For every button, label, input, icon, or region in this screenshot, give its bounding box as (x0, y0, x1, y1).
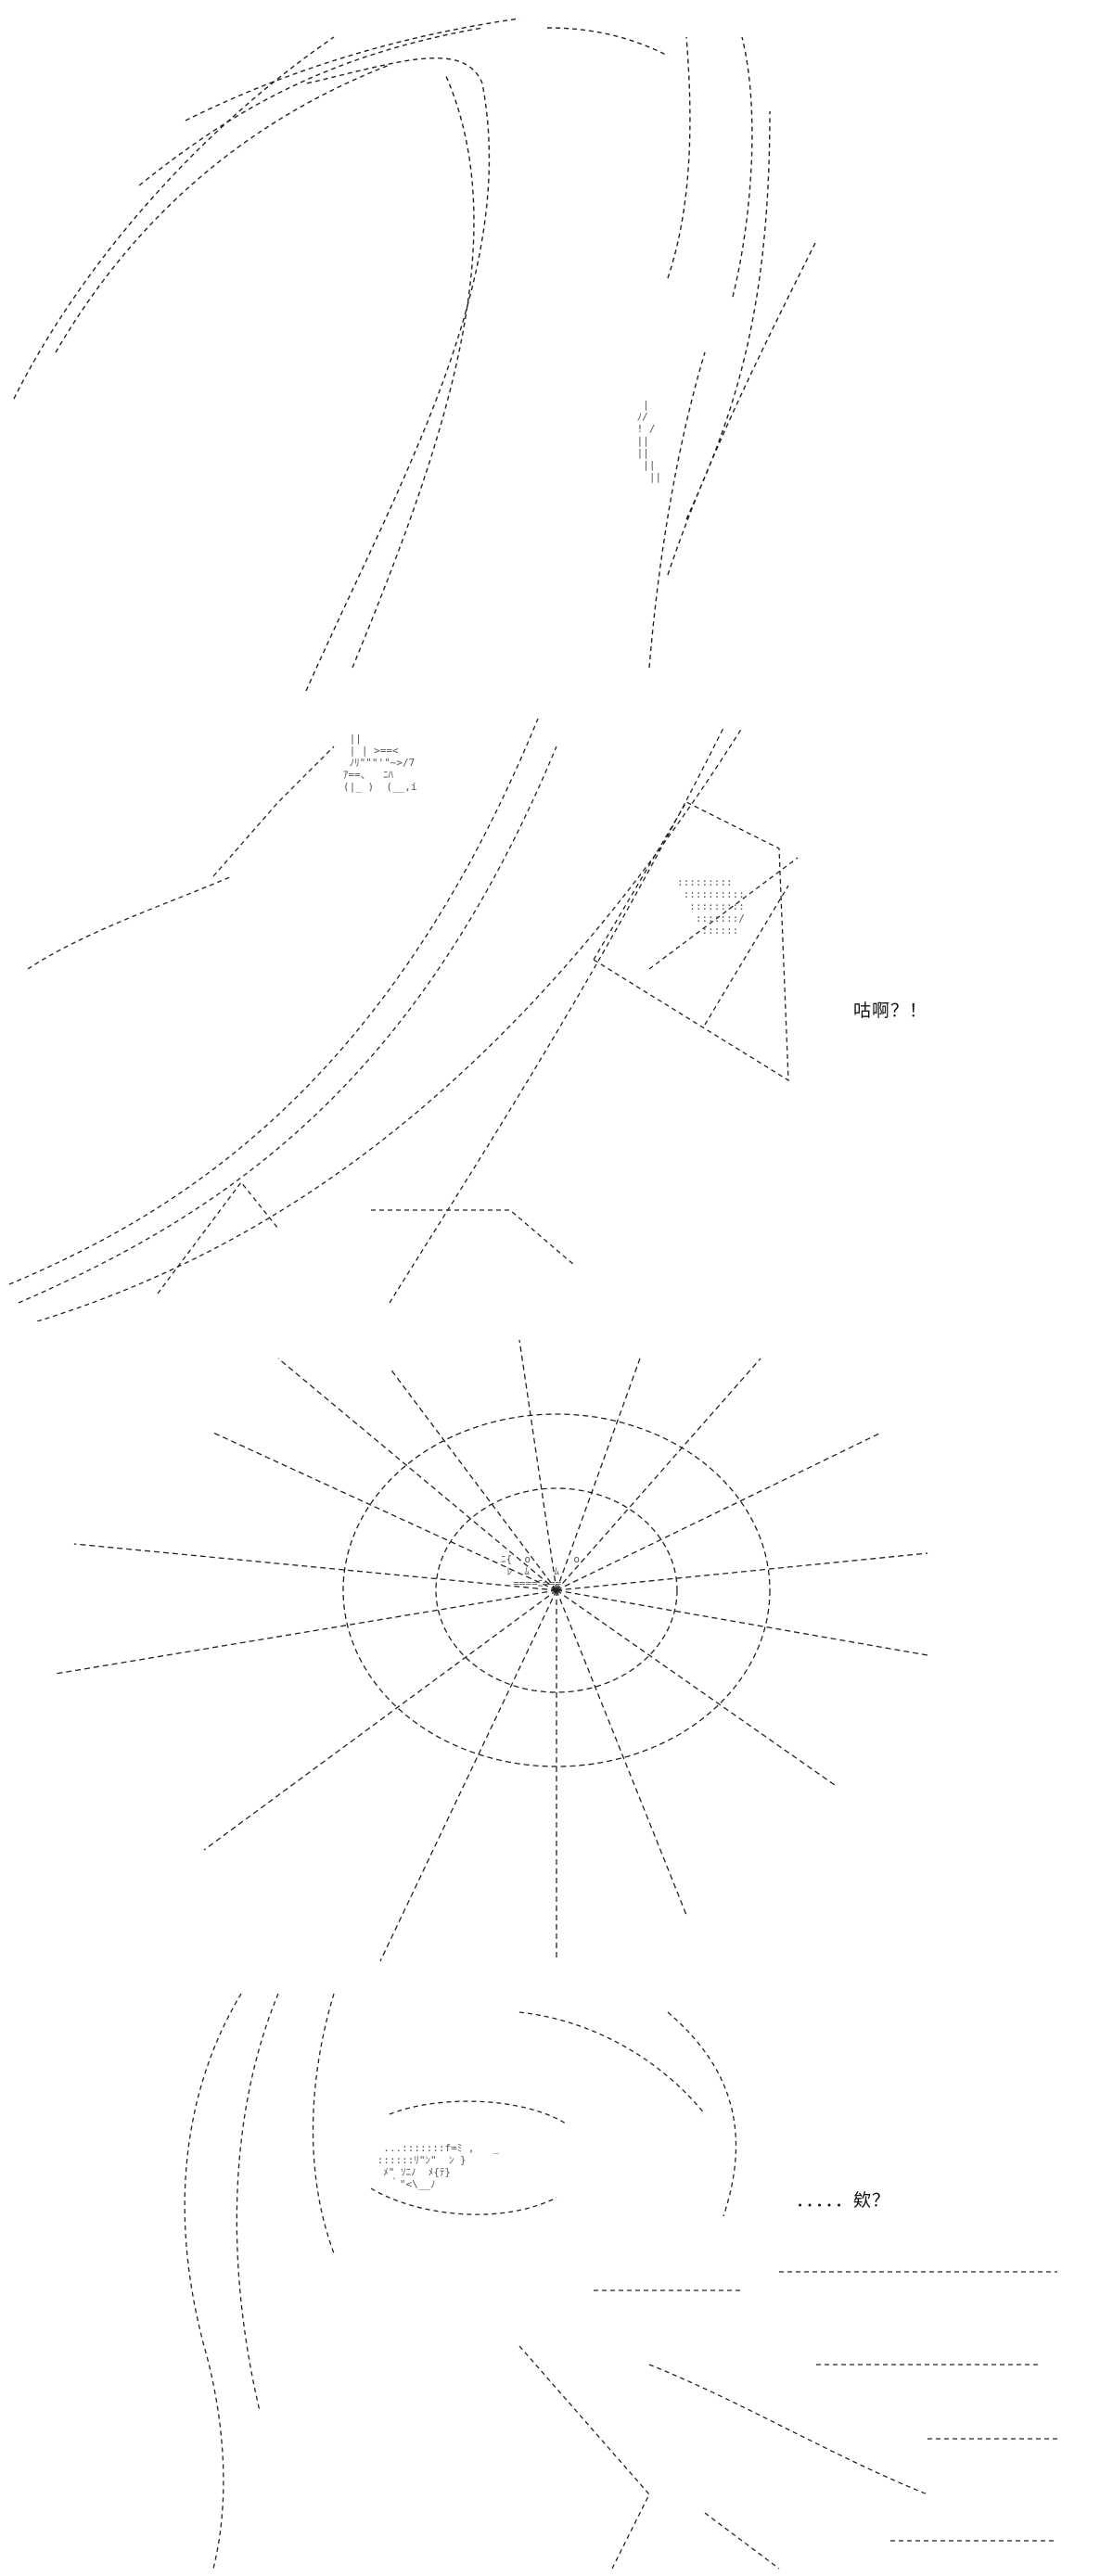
panel-3-impact-burst: ﾆ{ o o ﾚ ﾑ ﾑ ====ﾆ=== (0, 1321, 1113, 1975)
burst-core-inner (435, 1487, 678, 1693)
figure-line (212, 746, 335, 877)
sweep-line (546, 27, 669, 57)
blade-line (389, 727, 724, 1304)
shadow-line (704, 885, 789, 1026)
burst-ray (556, 1358, 641, 1591)
burst-ray (379, 1589, 557, 1962)
burst-ray (203, 1589, 557, 1851)
panel-4-character-closeup: ...:::::::f=ﾐ , _ ::::::ﾘ"ﾝ" ﾝ } ﾒ" ｿﾆﾉ … (0, 1975, 1113, 2576)
sweep-line (648, 351, 706, 669)
hair-line (667, 2011, 737, 2217)
hair-line (236, 1993, 279, 2412)
burst-core (342, 1413, 771, 1767)
burst-ray (389, 1367, 557, 1591)
sweep-line (13, 36, 335, 400)
shadow-line (648, 857, 799, 970)
body-line (518, 2345, 650, 2570)
shadow-shape-outline (593, 801, 789, 1082)
ascii-art-fragment: ﾆ{ o o ﾚ ﾑ ﾑ ====ﾆ=== (501, 1553, 580, 1589)
blade-line (18, 746, 557, 1304)
hair-line (312, 1993, 335, 2254)
burst-ray (73, 1543, 557, 1591)
sweep-line (685, 110, 771, 520)
panel-1-artwork (13, 18, 817, 691)
panel-2-artwork (8, 718, 799, 1321)
burst-ray (556, 1589, 836, 1786)
face-line (370, 2187, 557, 2215)
blade-line (8, 718, 539, 1285)
burst-ray (556, 1432, 882, 1591)
body-line (704, 2512, 780, 2570)
burst-ray (55, 1589, 557, 1675)
sweep-line (138, 27, 483, 186)
ascii-art-fragment: || | | >==< ﾉﾘ"""'"~>/7 ｱ==、 ﾆﾊ (|_ ) (_… (343, 733, 417, 793)
sweep-line (732, 36, 753, 298)
burst-ray (556, 1552, 928, 1591)
panel-2-clash: || | | >==< ﾉﾘ"""'"~>/7 ｱ==、 ﾆﾊ (|_ ) (_… (0, 691, 1113, 1321)
sweep-line (667, 36, 691, 279)
dialogue-text: 咕啊？！ (853, 1001, 928, 1021)
ascii-art-fragment: ::::::::: :::::::::: ::::::::: :::::::/ … (677, 876, 745, 937)
sweep-line (55, 64, 390, 353)
burst-ray (518, 1339, 557, 1591)
burst-ray (212, 1432, 557, 1591)
burst-ray (277, 1358, 557, 1591)
figure-line (371, 1209, 576, 1267)
sweep-line (185, 18, 520, 121)
sweep-line (305, 57, 491, 691)
ascii-art-fragment: | ﾉ/ ! / || || || || (636, 399, 662, 483)
panel-1-motion-lines: | ﾉ/ ! / || || || || (0, 0, 1113, 691)
hair-line (518, 2011, 706, 2115)
hair-line (184, 1993, 242, 2570)
figure-line (27, 875, 233, 970)
burst-ray (556, 1589, 687, 1916)
body-line (648, 2364, 928, 2495)
panel-3-artwork (55, 1339, 928, 1962)
blade-line (36, 727, 743, 1321)
ascii-art-fragment: ...:::::::f=ﾐ , _ ::::::ﾘ"ﾝ" ﾝ } ﾒ" ｿﾆﾉ … (377, 2142, 499, 2190)
dialogue-text: ．．．．．欸？ (796, 2190, 891, 2211)
figure-line (157, 1180, 279, 1294)
panel-4-artwork (184, 1993, 1057, 2570)
burst-ray (556, 1358, 761, 1591)
burst-ray (556, 1589, 928, 1656)
face-line (389, 2100, 567, 2124)
sweep-line (352, 73, 475, 669)
